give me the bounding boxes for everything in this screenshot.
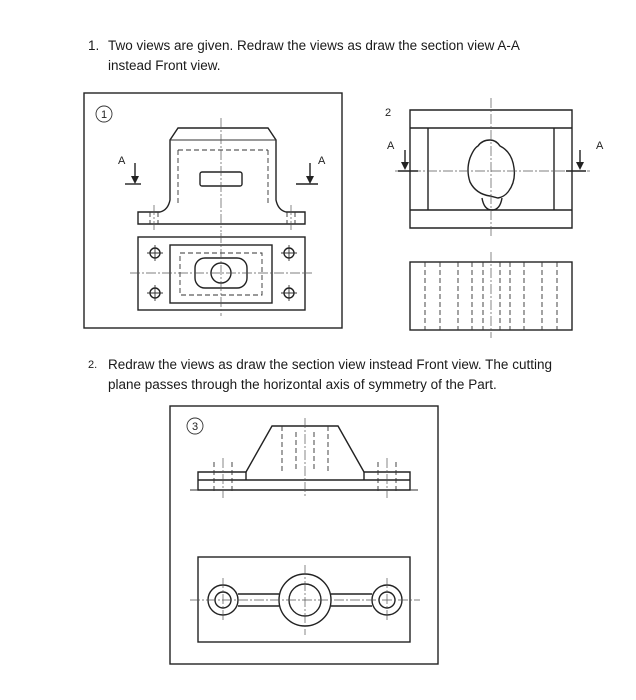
figure-2-front-view [395, 98, 590, 238]
figure-3-front-view [190, 418, 418, 498]
figure-1-section-arrow-left: A [118, 155, 141, 185]
question-1: 1. Two views are given. Redraw the views… [88, 37, 608, 77]
figure-3-frame [169, 405, 439, 665]
question-2-line-1: Redraw the views as draw the section vie… [108, 357, 552, 372]
question-2-line-2: plane passes through the horizontal axis… [108, 377, 497, 392]
figure-1-section-letter-left: A [118, 155, 126, 167]
question-2: 2. Redraw the views as draw the section … [88, 356, 608, 396]
question-1-line-2: instead Front view. [108, 58, 221, 73]
figure-1: 1 A A [83, 92, 343, 329]
question-1-number: 1. [88, 38, 100, 53]
figure-1-label-circle [95, 105, 113, 123]
figure-1-section-letter-right: A [318, 155, 326, 167]
figure-3: 3 [169, 405, 439, 665]
question-1-line-1: Two views are given. Redraw the views as… [108, 38, 520, 53]
figure-3-label: 3 [192, 421, 198, 433]
figure-2-section-letter-left: A [387, 140, 395, 152]
figure-2-section-arrow-right: A [566, 140, 604, 172]
figure-1-frame [83, 92, 343, 329]
figure-3-top-view [190, 556, 420, 643]
figure-2: 2 A A [385, 98, 604, 338]
figure-2-section-letter-right: A [596, 140, 604, 152]
figure-1-label: 1 [101, 109, 107, 121]
figure-2-section-arrow-left: A [387, 140, 418, 172]
figure-1-front-view [137, 118, 306, 232]
figure-3-label-circle [186, 417, 204, 435]
figure-2-label: 2 [385, 107, 391, 119]
figure-2-top-view [409, 252, 573, 338]
question-2-number: 2. [88, 359, 98, 371]
figure-1-section-arrow-right: A [296, 155, 326, 185]
figure-1-top-view [130, 233, 312, 316]
